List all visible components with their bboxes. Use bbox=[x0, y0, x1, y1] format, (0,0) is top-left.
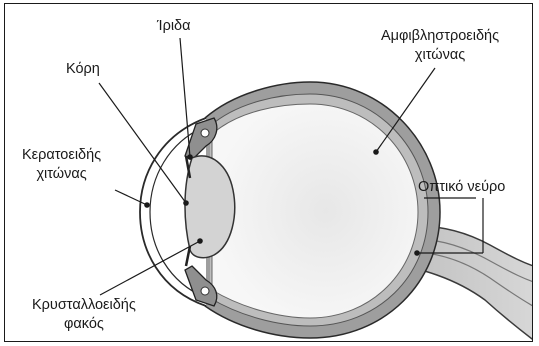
label-iris: Ίριδα bbox=[157, 17, 191, 36]
label-cornea: Κερατοειδής χιτώνας bbox=[22, 146, 101, 184]
label-lens: Κρυσταλλοειδής φακός bbox=[32, 296, 136, 334]
label-pupil: Κόρη bbox=[66, 60, 100, 79]
label-optic-nerve: Οπτικό νεύρο bbox=[418, 178, 505, 197]
label-retina: Αμφιβληστροειδής χιτώνας bbox=[381, 27, 499, 65]
